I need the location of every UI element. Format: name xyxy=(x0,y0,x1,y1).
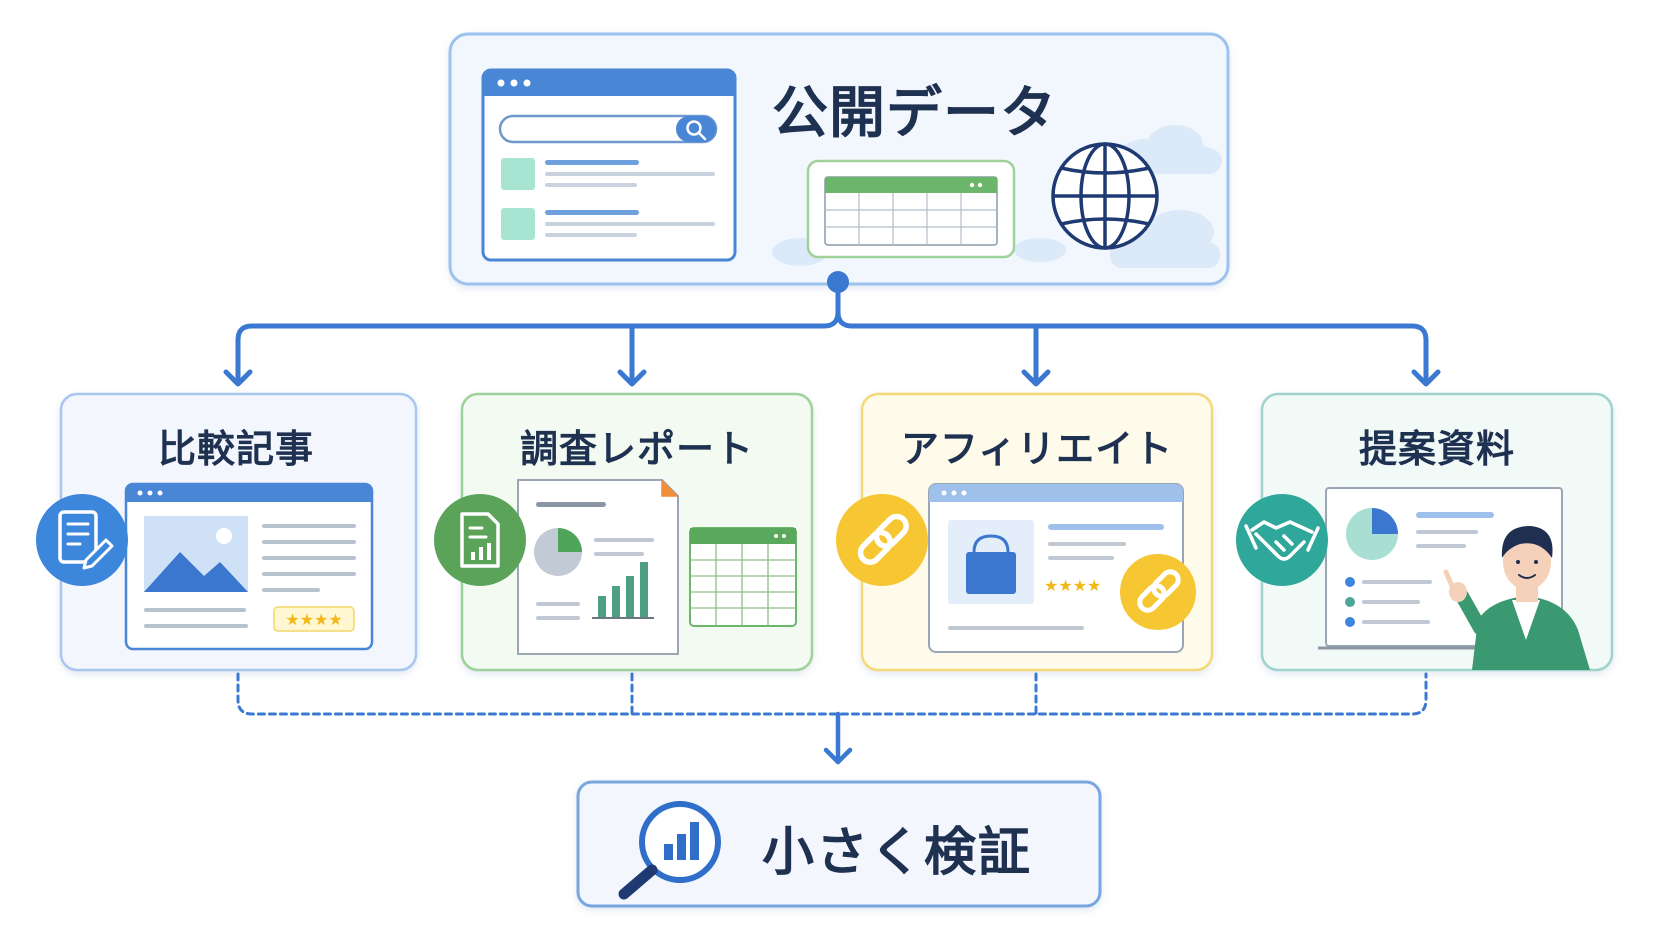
shopping-bag-icon xyxy=(966,534,1016,594)
card-title-research-report: 調査レポート xyxy=(519,427,754,471)
cloud-icon xyxy=(772,125,1222,268)
edit-document-icon xyxy=(36,494,128,586)
bar-chart-icon xyxy=(592,562,654,619)
report-file-icon xyxy=(434,494,526,586)
svg-text:★★★★: ★★★★ xyxy=(285,610,342,629)
shop-page-icon: ★★★★ xyxy=(928,483,1184,653)
card-comparison-article: ★★★★ xyxy=(36,392,418,672)
source-box xyxy=(448,32,1230,286)
goal-arrow xyxy=(823,711,853,765)
card-research-report xyxy=(434,392,814,672)
card-title-proposal-material: 提案資料 xyxy=(1358,427,1515,471)
analytics-magnifier-icon xyxy=(618,801,721,900)
card-title-affiliate: アフィリエイト xyxy=(900,427,1174,471)
card-proposal-material xyxy=(1236,392,1614,672)
branch-connectors xyxy=(235,271,1429,385)
image-icon xyxy=(144,516,248,592)
link-icon xyxy=(1120,554,1196,630)
search-icon xyxy=(686,120,707,141)
source-title: 公開データ xyxy=(772,81,1057,146)
goal-title: 小さく検証 xyxy=(762,823,1033,883)
arrowheads xyxy=(223,369,1441,387)
star-rating-icon: ★★★★ xyxy=(273,606,355,632)
spreadsheet-icon xyxy=(689,527,797,627)
browser-window-icon xyxy=(481,68,737,262)
card-affiliate: ★★★★ xyxy=(836,392,1214,672)
handshake-icon xyxy=(1236,494,1328,586)
pie-chart-icon xyxy=(1346,508,1398,560)
convergence-connectors xyxy=(236,672,1428,716)
report-document-icon xyxy=(517,479,679,655)
card-title-comparison-article: 比較記事 xyxy=(157,427,314,471)
link-icon xyxy=(836,494,928,586)
browser-article-icon: ★★★★ xyxy=(124,482,374,651)
pie-chart-icon xyxy=(534,528,582,576)
spreadsheet-icon xyxy=(806,159,1016,259)
globe-icon xyxy=(1051,142,1159,250)
star-rating-icon: ★★★★ xyxy=(1044,576,1101,595)
presenter-person-icon xyxy=(1443,526,1590,670)
goal-box xyxy=(576,780,1102,908)
